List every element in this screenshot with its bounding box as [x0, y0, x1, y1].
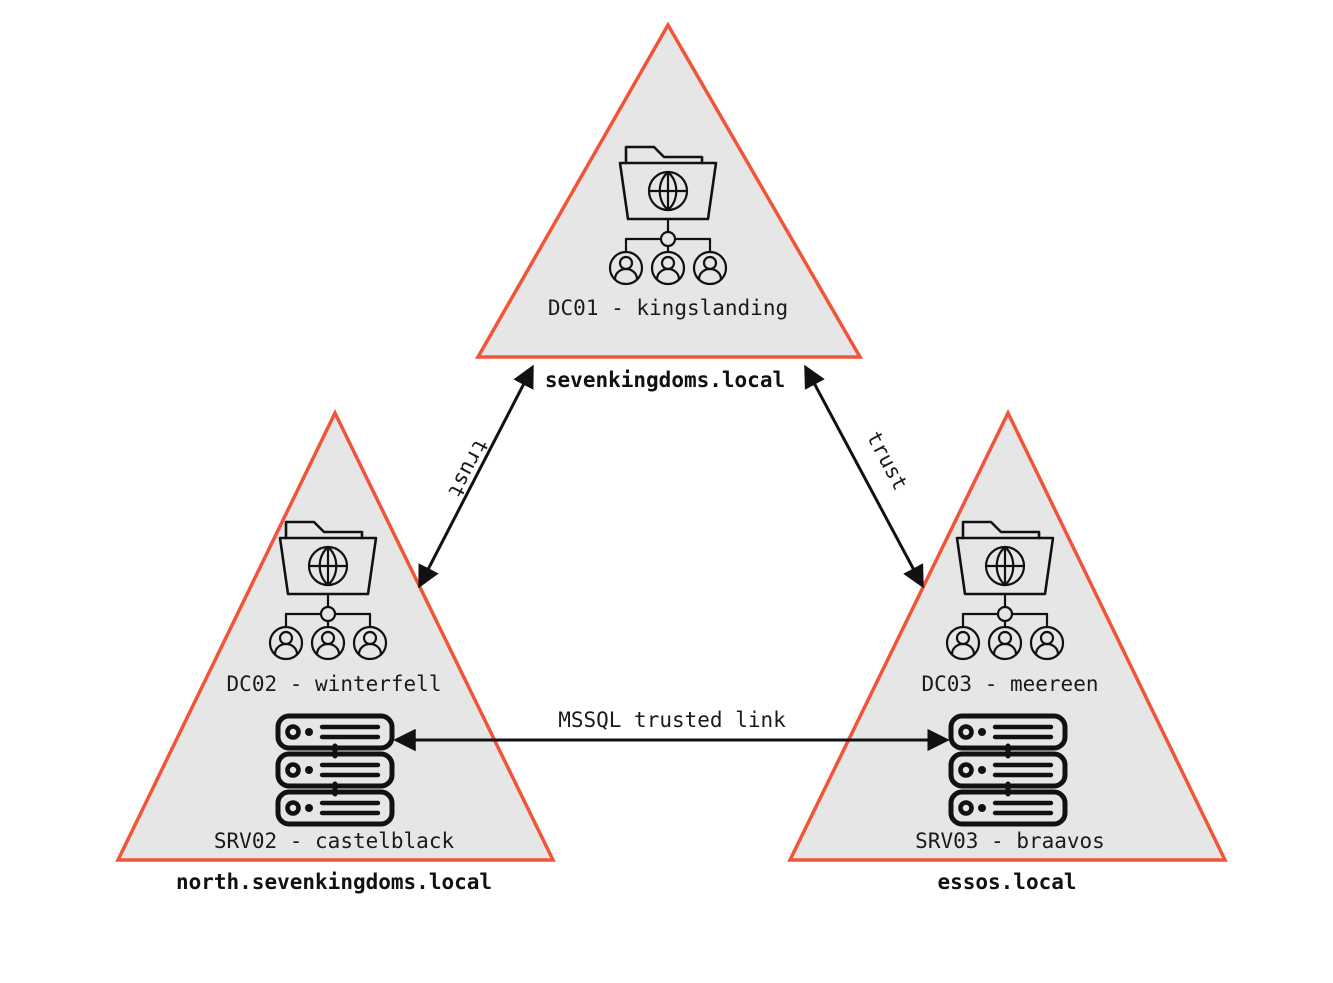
node-label-srv03: SRV03 - braavos — [915, 829, 1105, 853]
domain-name-sevenkingdoms: sevenkingdoms.local — [545, 368, 785, 392]
domain-name-essos: essos.local — [937, 870, 1076, 894]
edge-mssql-link[interactable]: MSSQL trusted link — [393, 708, 950, 752]
node-label-dc02: DC02 - winterfell — [227, 672, 442, 696]
node-label-srv02: SRV02 - castelblack — [214, 829, 455, 853]
node-srv03[interactable]: SRV03 - braavos — [915, 716, 1105, 853]
edge-trust-left[interactable]: trust — [418, 364, 534, 589]
edge-trust-right[interactable]: trust — [804, 364, 924, 589]
trust-left-arrow — [418, 364, 534, 589]
node-srv02[interactable]: SRV02 - castelblack — [214, 716, 455, 853]
node-dc01[interactable]: DC01 - kingslanding — [548, 145, 788, 320]
node-dc02[interactable]: DC02 - winterfell — [227, 520, 442, 696]
edge-label-trust-left: trust — [443, 435, 493, 502]
trust-right-arrow — [804, 364, 924, 589]
domain-group-north[interactable]: DC02 - winterfell SRV02 - castelblack no… — [115, 409, 556, 894]
domain-group-sevenkingdoms[interactable]: DC01 - kingslanding sevenkingdoms.local — [474, 21, 864, 392]
node-label-dc01: DC01 - kingslanding — [548, 296, 788, 320]
domain-name-north: north.sevenkingdoms.local — [176, 870, 492, 894]
edge-label-mssql-link: MSSQL trusted link — [558, 708, 786, 732]
domain-group-essos[interactable]: DC03 - meereen SRV03 - braavos essos.loc… — [787, 409, 1228, 894]
node-dc03[interactable]: DC03 - meereen — [921, 520, 1099, 696]
node-label-dc03: DC03 - meereen — [921, 672, 1098, 696]
